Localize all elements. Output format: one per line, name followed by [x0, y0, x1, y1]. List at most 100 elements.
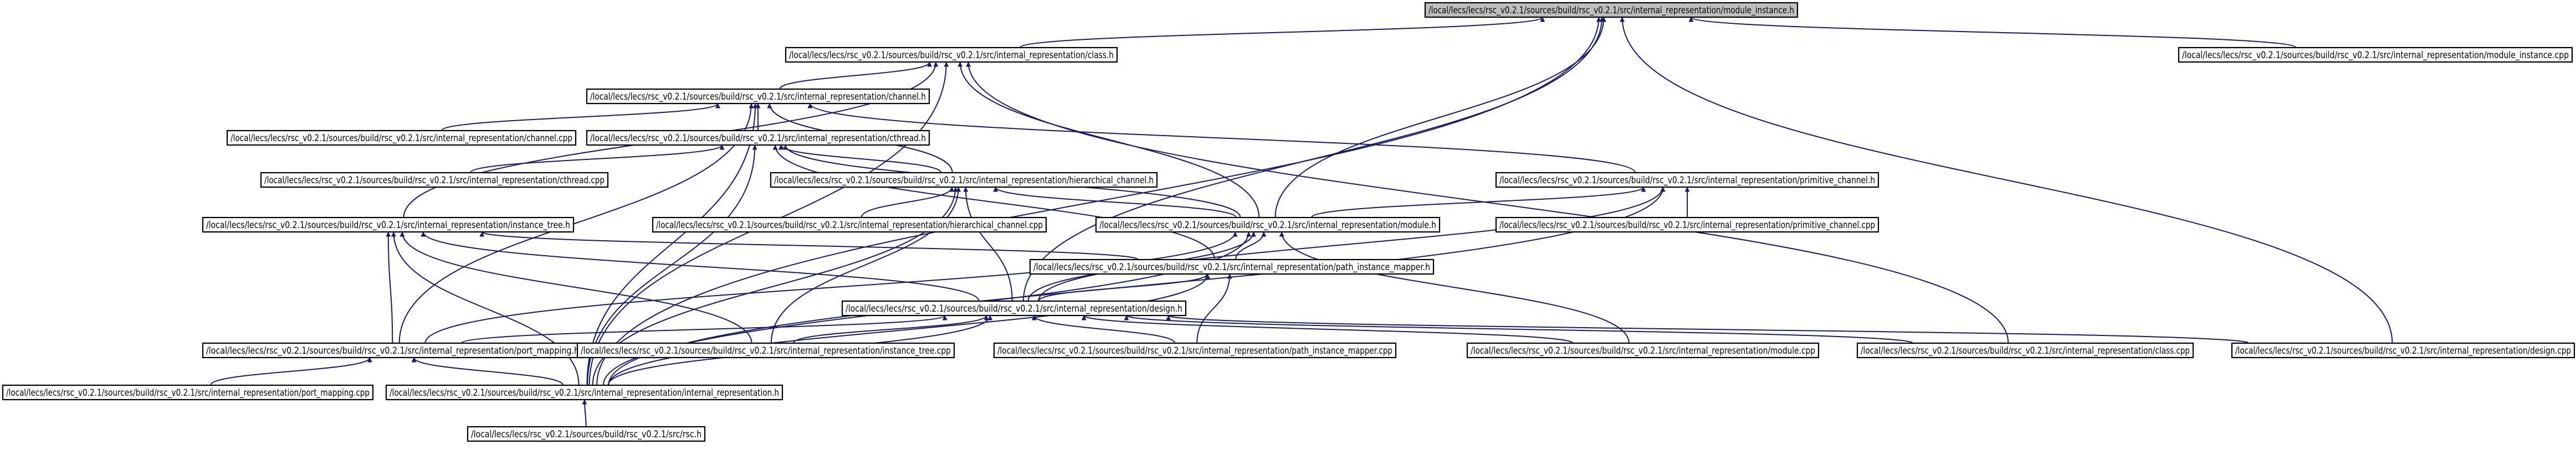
node-box [586, 130, 930, 146]
node-label: /local/lecs/lecs/rsc_v0.2.1/sources/buil… [471, 429, 701, 440]
node-module-instance-cpp[interactable]: /local/lecs/lecs/rsc_v0.2.1/sources/buil… [2178, 46, 2573, 63]
dependency-edge-port_mapping_h-to-channel_h [398, 103, 754, 344]
dependency-edge-module_h-to-class_h [957, 61, 1260, 218]
node-hierarchical-channel-cpp[interactable]: /local/lecs/lecs/rsc_v0.2.1/sources/buil… [652, 216, 1047, 233]
node-label: /local/lecs/lecs/rsc_v0.2.1/sources/buil… [1428, 5, 1794, 16]
dependency-edge-channel_h-to-class_h [779, 61, 933, 90]
node-box [1856, 342, 2194, 359]
node-box [2, 384, 374, 401]
dependency-edge-design_h-to-path_instance_mapper_h [1038, 273, 1210, 302]
dependency-edge-module_instance_cpp-to-module_instance_h [1688, 17, 2297, 48]
node-box [993, 342, 1397, 359]
dependency-edge-design_h-to-primitive_channel_h [1038, 187, 1666, 302]
node-internal-representation-h[interactable]: /local/lecs/lecs/rsc_v0.2.1/sources/buil… [385, 384, 783, 401]
node-port-mapping-cpp[interactable]: /local/lecs/lecs/rsc_v0.2.1/sources/buil… [2, 384, 374, 401]
node-box [586, 88, 930, 105]
node-module-cpp[interactable]: /local/lecs/lecs/rsc_v0.2.1/sources/buil… [1466, 342, 1820, 359]
node-box [1495, 216, 1879, 233]
node-label: /local/lecs/lecs/rsc_v0.2.1/sources/buil… [206, 345, 579, 356]
dependency-edge-hierarchical_channel_cpp-to-hierarchical_channel_h [861, 187, 955, 218]
dependency-edge-internal_representation_h-to-port_mapping_h [411, 357, 564, 386]
dependency-edge-path_instance_mapper_cpp-to-design_h [1031, 315, 1176, 344]
node-channel-h[interactable]: /local/lecs/lecs/rsc_v0.2.1/sources/buil… [586, 88, 930, 105]
dependency-edge-primitive_channel_h-to-channel_h [807, 103, 1636, 173]
dependency-edge-design_h-to-instance_tree_h [421, 231, 980, 302]
node-box [2231, 342, 2575, 359]
node-rsc-h[interactable]: /local/lecs/lecs/rsc_v0.2.1/sources/buil… [467, 426, 706, 442]
node-box [1029, 258, 1435, 275]
node-box [202, 216, 575, 233]
node-label: /local/lecs/lecs/rsc_v0.2.1/sources/buil… [2182, 50, 2569, 61]
dependency-edge-instance_tree_cpp-to-hierarchical_channel_h [770, 187, 961, 344]
node-label: /local/lecs/lecs/rsc_v0.2.1/sources/buil… [206, 220, 570, 231]
dependency-edge-module_cpp-to-module_h [1279, 231, 1630, 344]
node-label: /local/lecs/lecs/rsc_v0.2.1/sources/buil… [390, 387, 779, 399]
dependency-edge-port_mapping_h-to-module_h [424, 231, 1238, 344]
dependency-edge-port_mapping_h-to-instance_tree_h [386, 231, 393, 344]
node-label: /local/lecs/lecs/rsc_v0.2.1/sources/buil… [1499, 175, 1875, 186]
node-label: /local/lecs/lecs/rsc_v0.2.1/sources/buil… [774, 175, 1154, 186]
node-primitive-channel-cpp[interactable]: /local/lecs/lecs/rsc_v0.2.1/sources/buil… [1495, 216, 1879, 233]
node-path-instance-mapper-h[interactable]: /local/lecs/lecs/rsc_v0.2.1/sources/buil… [1029, 258, 1435, 275]
node-port-mapping-h[interactable]: /local/lecs/lecs/rsc_v0.2.1/sources/buil… [202, 342, 583, 359]
dependency-edge-design_cpp-to-module_instance_h [1620, 17, 2393, 344]
node-box [2178, 46, 2573, 63]
node-box [226, 130, 577, 146]
dependency-edge-class_cpp-to-class_h [966, 61, 2009, 344]
dependency-edge-class_h-to-module_instance_h [1020, 17, 1545, 48]
node-primitive-channel-h[interactable]: /local/lecs/lecs/rsc_v0.2.1/sources/buil… [1495, 172, 1879, 188]
node-instance-tree-cpp[interactable]: /local/lecs/lecs/rsc_v0.2.1/sources/buil… [576, 342, 955, 359]
node-label: /local/lecs/lecs/rsc_v0.2.1/sources/buil… [656, 220, 1043, 231]
node-label: /local/lecs/lecs/rsc_v0.2.1/sources/buil… [789, 50, 1114, 61]
dependency-edge-module_cpp-to-design_h [1081, 315, 1574, 344]
node-cthread-cpp[interactable]: /local/lecs/lecs/rsc_v0.2.1/sources/buil… [260, 172, 609, 188]
node-label: /local/lecs/lecs/rsc_v0.2.1/sources/buil… [264, 175, 605, 186]
node-design-h[interactable]: /local/lecs/lecs/rsc_v0.2.1/sources/buil… [841, 300, 1187, 317]
dependency-edge-module_h-to-hierarchical_channel_h [993, 187, 1237, 218]
node-label: /local/lecs/lecs/rsc_v0.2.1/sources/buil… [581, 345, 951, 356]
node-cthread-h[interactable]: /local/lecs/lecs/rsc_v0.2.1/sources/buil… [586, 130, 930, 146]
node-module-h[interactable]: /local/lecs/lecs/rsc_v0.2.1/sources/buil… [1095, 216, 1441, 233]
node-box [652, 216, 1047, 233]
node-label: /local/lecs/lecs/rsc_v0.2.1/sources/buil… [6, 387, 370, 399]
node-label: /local/lecs/lecs/rsc_v0.2.1/sources/buil… [997, 345, 1392, 356]
node-box [1466, 342, 1820, 359]
node-label: /local/lecs/lecs/rsc_v0.2.1/sources/buil… [1861, 345, 2190, 356]
node-label: /local/lecs/lecs/rsc_v0.2.1/sources/buil… [1471, 345, 1815, 356]
node-label: /local/lecs/lecs/rsc_v0.2.1/sources/buil… [1499, 220, 1875, 231]
node-box [576, 342, 955, 359]
node-label: /local/lecs/lecs/rsc_v0.2.1/sources/buil… [1033, 262, 1430, 273]
dependency-edge-channel_cpp-to-channel_h [441, 103, 720, 131]
dependency-edge-port_mapping_h-to-design_h [461, 315, 948, 344]
node-label: /local/lecs/lecs/rsc_v0.2.1/sources/buil… [590, 91, 926, 102]
dependency-edge-design_h-to-hierarchical_channel_h [963, 187, 1013, 302]
dependency-edge-module_h-to-primitive_channel_h [1310, 187, 1646, 218]
node-label: /local/lecs/lecs/rsc_v0.2.1/sources/buil… [590, 133, 926, 144]
node-box [841, 300, 1187, 317]
node-path-instance-mapper-cpp[interactable]: /local/lecs/lecs/rsc_v0.2.1/sources/buil… [993, 342, 1397, 359]
node-hierarchical-channel-h[interactable]: /local/lecs/lecs/rsc_v0.2.1/sources/buil… [770, 172, 1158, 188]
node-box [1495, 172, 1879, 188]
dependency-edge-path_instance_mapper_h-to-cthread_h [772, 144, 1215, 260]
node-channel-cpp[interactable]: /local/lecs/lecs/rsc_v0.2.1/sources/buil… [226, 130, 577, 146]
dependency-edge-cthread_cpp-to-cthread_h [469, 144, 725, 173]
node-box [1095, 216, 1441, 233]
node-class-cpp[interactable]: /local/lecs/lecs/rsc_v0.2.1/sources/buil… [1856, 342, 2194, 359]
node-instance-tree-h[interactable]: /local/lecs/lecs/rsc_v0.2.1/sources/buil… [202, 216, 575, 233]
node-box [1424, 2, 1799, 18]
dependency-edge-path_instance_mapper_cpp-to-path_instance_mapper_h [1196, 273, 1232, 344]
node-box [385, 384, 783, 401]
node-design-cpp[interactable]: /local/lecs/lecs/rsc_v0.2.1/sources/buil… [2231, 342, 2575, 359]
dependency-edge-module_h-to-module_instance_h [1274, 17, 1606, 218]
dependency-edge-class_cpp-to-design_h [1124, 315, 1914, 344]
dependency-edge-instance_tree_cpp-to-instance_tree_h [400, 231, 752, 344]
dependency-edge-path_instance_mapper_h-to-instance_tree_h [479, 231, 1139, 260]
node-label: /local/lecs/lecs/rsc_v0.2.1/sources/buil… [2235, 345, 2571, 356]
node-module-instance-h[interactable]: /local/lecs/lecs/rsc_v0.2.1/sources/buil… [1424, 2, 1799, 18]
node-label: /local/lecs/lecs/rsc_v0.2.1/sources/buil… [846, 303, 1182, 314]
node-box [202, 342, 583, 359]
node-class-h[interactable]: /local/lecs/lecs/rsc_v0.2.1/sources/buil… [785, 46, 1118, 63]
node-label: /local/lecs/lecs/rsc_v0.2.1/sources/buil… [1099, 220, 1436, 231]
dependency-edge-design_cpp-to-design_h [1166, 315, 2250, 344]
